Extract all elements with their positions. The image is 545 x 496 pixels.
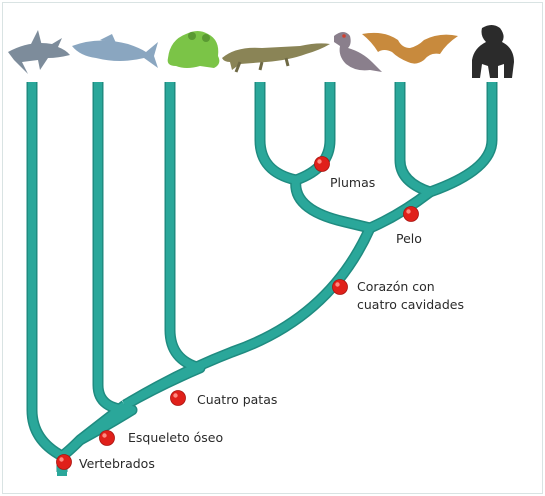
chimpanzee-icon [472,25,514,78]
label-pelo: Pelo [396,231,422,246]
bat-icon [362,33,458,64]
node-esqueleto [100,431,115,446]
node-cuatro-patas [171,391,186,406]
shark-icon [8,30,70,74]
label-plumas: Plumas [330,175,375,190]
label-corazon-line1: Corazón con [357,279,435,294]
organisms-row [8,25,514,78]
frog-icon [168,31,220,68]
node-pelo [404,207,419,222]
cladogram-branches [32,82,492,472]
fish-icon [72,34,158,68]
node-plumas [315,157,330,172]
crocodile-icon [222,43,330,72]
label-corazon-line2: cuatro cavidades [357,297,464,312]
node-corazon [333,280,348,295]
node-vertebrados [57,455,72,470]
label-cuatro-patas: Cuatro patas [197,392,277,407]
label-esqueleto-oseo: Esqueleto óseo [128,430,223,445]
label-vertebrados: Vertebrados [79,456,155,471]
